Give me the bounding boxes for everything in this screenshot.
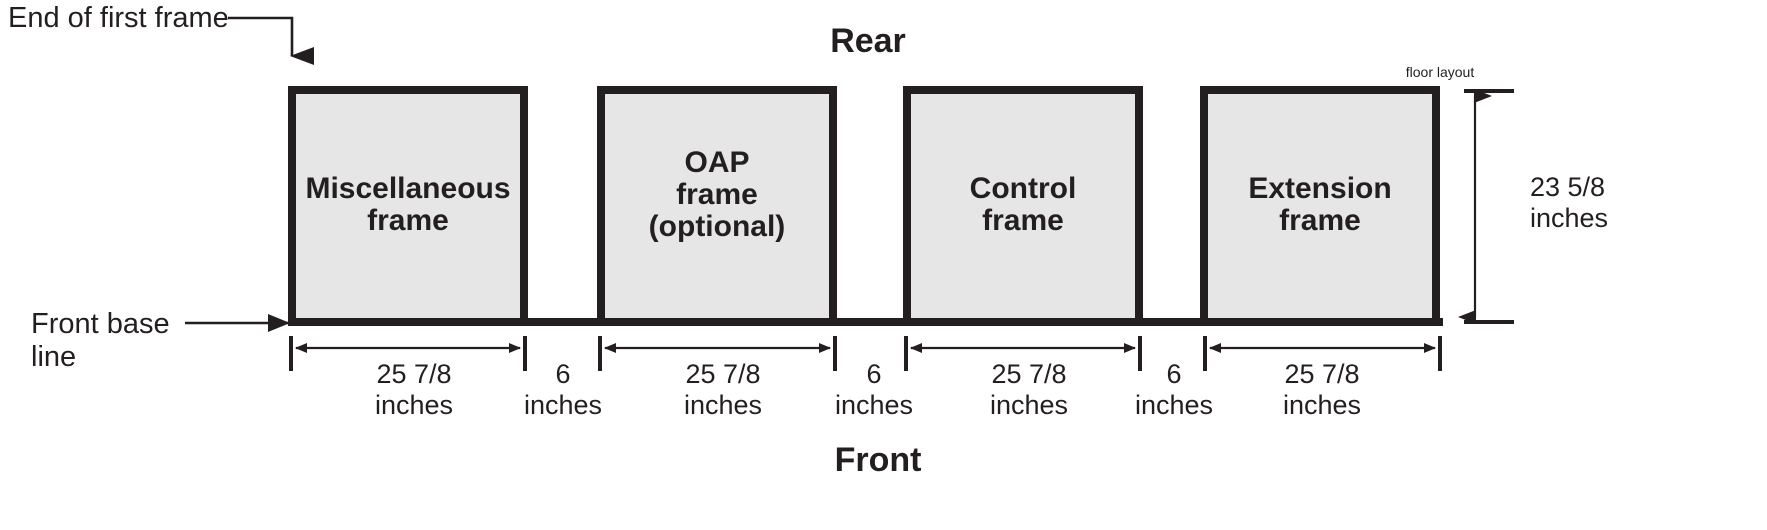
dim-value: 6 xyxy=(1166,359,1181,389)
dimension-gap-2: 6 inches xyxy=(833,336,913,420)
caption-floor-layout: floor layout xyxy=(1406,64,1475,80)
frame-rect xyxy=(1200,86,1440,326)
dimension-gap-1: 6 inches xyxy=(523,336,602,420)
frame-label-line-1: Miscellaneous xyxy=(305,172,510,205)
dim-value: 23 5/8 xyxy=(1530,172,1605,202)
frame-label-line-1: Control xyxy=(970,172,1077,205)
dimension-frame-width-1: 25 7/8 inches xyxy=(289,336,527,420)
frame-box-misc: Miscellaneous frame xyxy=(288,86,528,326)
frame-label-line-1: OAP xyxy=(684,146,749,179)
dim-unit: inches xyxy=(1283,390,1361,420)
frame-label-line-2: frame xyxy=(1279,204,1361,237)
dim-value: 6 xyxy=(555,359,570,389)
title-rear: Rear xyxy=(830,22,906,60)
frame-rect xyxy=(597,86,837,326)
dim-unit: inches xyxy=(524,390,602,420)
frame-box-oap: OAP frame (optional) xyxy=(597,86,837,326)
dim-unit: inches xyxy=(375,390,453,420)
dimension-frame-width-4: 25 7/8 inches xyxy=(1203,336,1442,420)
dim-value: 25 7/8 xyxy=(1284,359,1359,389)
dim-value: 6 xyxy=(866,359,881,389)
dimension-frame-width-2: 25 7/8 inches xyxy=(598,336,837,420)
frame-label-line-2: frame xyxy=(982,204,1064,237)
dim-value: 25 7/8 xyxy=(685,359,760,389)
frame-box-extension: Extension frame xyxy=(1200,86,1440,326)
frame-rect xyxy=(903,86,1143,326)
frame-box-control: Control frame xyxy=(903,86,1143,326)
dim-unit: inches xyxy=(684,390,762,420)
dimension-gap-3: 6 inches xyxy=(1135,336,1213,420)
dimension-frame-height: 23 5/8 inches xyxy=(1458,89,1608,324)
dim-value: 25 7/8 xyxy=(991,359,1066,389)
frame-label-line-2: frame xyxy=(367,204,449,237)
dimension-frame-width-3: 25 7/8 inches xyxy=(904,336,1142,420)
title-front: Front xyxy=(835,441,922,479)
frame-label-line-1: Extension xyxy=(1248,172,1391,205)
frame-label-line-2: frame xyxy=(676,178,758,211)
frame-rect xyxy=(288,86,528,326)
callout-end-of-first-frame-label: End of first frame xyxy=(8,2,229,34)
frame-label-line-3: (optional) xyxy=(649,210,786,243)
dim-unit: inches xyxy=(835,390,913,420)
dim-unit: inches xyxy=(990,390,1068,420)
dim-unit: inches xyxy=(1530,203,1608,233)
dim-unit: inches xyxy=(1135,390,1213,420)
callout-front-base-line-label-1: Front base xyxy=(31,308,170,340)
callout-front-base-line-label-2: line xyxy=(31,341,76,373)
dim-value: 25 7/8 xyxy=(376,359,451,389)
callout-end-of-first-frame-leader xyxy=(228,16,314,65)
